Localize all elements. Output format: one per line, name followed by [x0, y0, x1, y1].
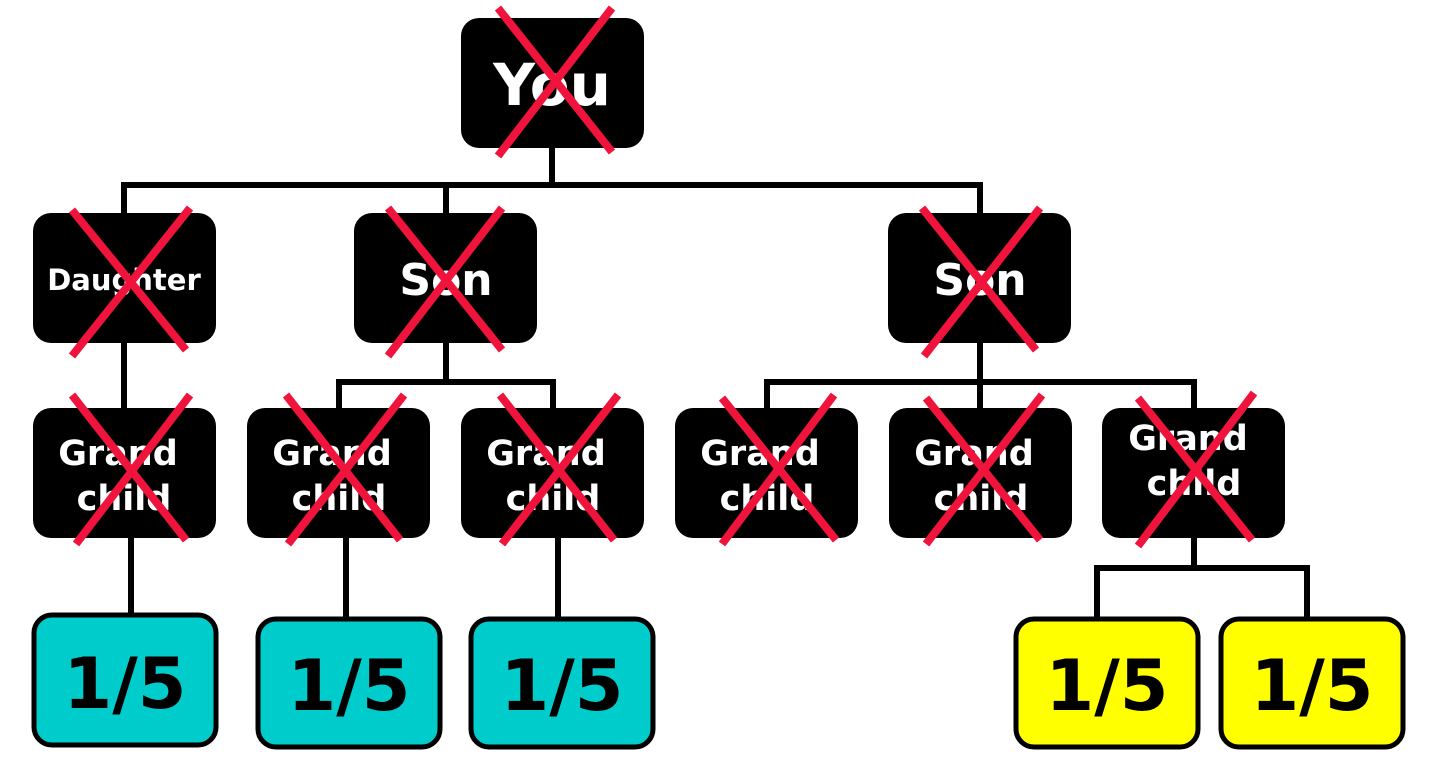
- node-son-2: Son: [888, 205, 1071, 359]
- cross-mark-son-2: [918, 205, 1044, 359]
- cross-mark-grandchild-1: [68, 392, 194, 547]
- share-box-4-rect: [1013, 616, 1201, 750]
- share-box-4: 1/5: [1013, 616, 1201, 750]
- cross-mark-son-1: [384, 205, 506, 359]
- cross-mark-you: [494, 5, 616, 159]
- node-grandchild-1-box: [33, 408, 216, 538]
- share-box-1-rect: [31, 612, 219, 748]
- node-grandchild-6: Grand child: [1102, 390, 1285, 549]
- node-you: You: [461, 5, 644, 159]
- cross-mark-grandchild-2: [282, 392, 408, 547]
- share-box-3: 1/5: [468, 616, 656, 750]
- share-box-1-label: 1/5: [64, 643, 187, 725]
- share-box-5-label: 1/5: [1251, 645, 1374, 727]
- cross-mark-grandchild-6: [1134, 390, 1258, 549]
- node-grandchild-1: Grand child: [33, 392, 216, 547]
- node-grandchild-2: Grand child: [247, 392, 430, 547]
- node-grandchild-3: Grand child: [461, 392, 644, 547]
- share-box-2: 1/5: [255, 616, 443, 750]
- share-box-3-label: 1/5: [501, 645, 624, 727]
- node-grandchild-4: Grand child: [675, 392, 858, 547]
- cross-mark-grandchild-4: [718, 392, 840, 547]
- cross-mark-grandchild-3: [496, 392, 622, 547]
- share-box-5-rect: [1218, 616, 1406, 750]
- share-box-4-label: 1/5: [1046, 645, 1169, 727]
- share-box-2-label: 1/5: [288, 645, 411, 727]
- node-son-1: Son: [354, 205, 537, 359]
- share-box-2-rect: [255, 616, 443, 750]
- connectors: [121, 145, 1310, 620]
- share-box-3-rect: [468, 616, 656, 750]
- cross-mark-daughter: [68, 205, 194, 359]
- cross-mark-grandchild-5: [922, 392, 1046, 547]
- share-box-5: 1/5: [1218, 616, 1406, 750]
- share-box-1: 1/5: [31, 612, 219, 748]
- node-grandchild-5: Grand child: [889, 392, 1072, 547]
- node-daughter: Daughter: [33, 205, 216, 359]
